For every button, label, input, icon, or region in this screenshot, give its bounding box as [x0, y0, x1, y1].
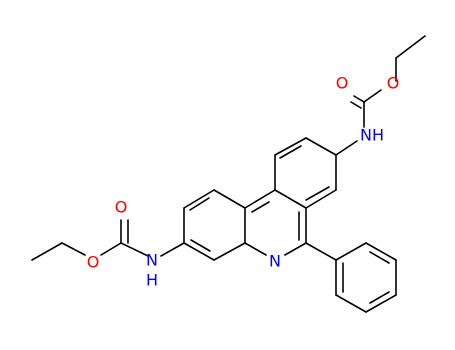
- top-nitrogen-label: N: [360, 126, 372, 145]
- phenyl-ring-bond-4: [365, 294, 397, 313]
- fused-aromatic-system: [183, 189, 307, 261]
- phenyl-ring-bond-2: [365, 242, 397, 261]
- upper-ring-inner-bond-2: [305, 186, 330, 201]
- top-carbonyl-oxygen-label: O: [336, 74, 349, 93]
- center-ring-bond-3: [244, 242, 267, 256]
- center-ring-bond-4: [284, 242, 307, 256]
- center-ring-bond-1: [244, 189, 276, 209]
- left-ethyl-terminal-bond: [31, 242, 63, 261]
- atom-labels: O O N H O O N H N: [87, 74, 400, 290]
- phenyl-ring-bond-5: [335, 294, 367, 313]
- top-ethyl-terminal-bond: [395, 35, 426, 59]
- upper-ring-bond-5: [305, 189, 337, 209]
- lower-ring-bond-1: [213, 189, 246, 209]
- top-ester-oxygen-label: O: [387, 74, 400, 93]
- left-ester-oxygen-label: O: [87, 253, 100, 272]
- lower-ring-inner-bond-1: [189, 197, 210, 211]
- upper-ring-bond-4: [274, 189, 307, 209]
- left-nh-c-bond: [120, 242, 149, 257]
- left-nitrogen-label: N: [146, 251, 158, 270]
- phenyl-inner-bond-2: [369, 291, 390, 304]
- phenyl-ring-bond-1: [335, 242, 367, 261]
- lower-ring-bond-5: [213, 242, 246, 261]
- top-nh-ring-bond: [335, 140, 358, 156]
- left-ring-nh-bond: [160, 242, 185, 257]
- left-carbonyl-oxygen-label: O: [115, 198, 128, 217]
- top-hydrogen-label: H: [372, 126, 384, 145]
- center-ring-inner-bond-1: [251, 201, 270, 213]
- top-ester-o-c-bond: [363, 89, 382, 103]
- phenyl-group: [305, 242, 397, 313]
- lower-ring-bond-2: [183, 189, 215, 209]
- top-carbonyl-bond-a: [353, 95, 365, 103]
- lower-ring-bond-4: [183, 242, 215, 261]
- lower-ring-inner-bond-2: [190, 239, 211, 252]
- top-carbamate-bonds: [335, 35, 426, 156]
- upper-ring-inner-bond-1: [279, 145, 302, 159]
- upper-aromatic-ring: [274, 137, 337, 209]
- upper-ring-bond-1: [305, 137, 337, 156]
- phenyl-link-bond: [305, 242, 337, 261]
- top-carbonyl-bond-b: [350, 101, 362, 109]
- left-c-o-bond: [100, 242, 122, 256]
- left-carbamate-bonds: [31, 219, 185, 261]
- left-hydrogen-label: H: [146, 271, 158, 290]
- phenyl-inner-bond-1: [369, 251, 390, 264]
- left-o-ethyl-bond: [61, 242, 86, 256]
- upper-ring-bond-2: [274, 137, 307, 156]
- ring-nitrogen-label: N: [269, 252, 281, 271]
